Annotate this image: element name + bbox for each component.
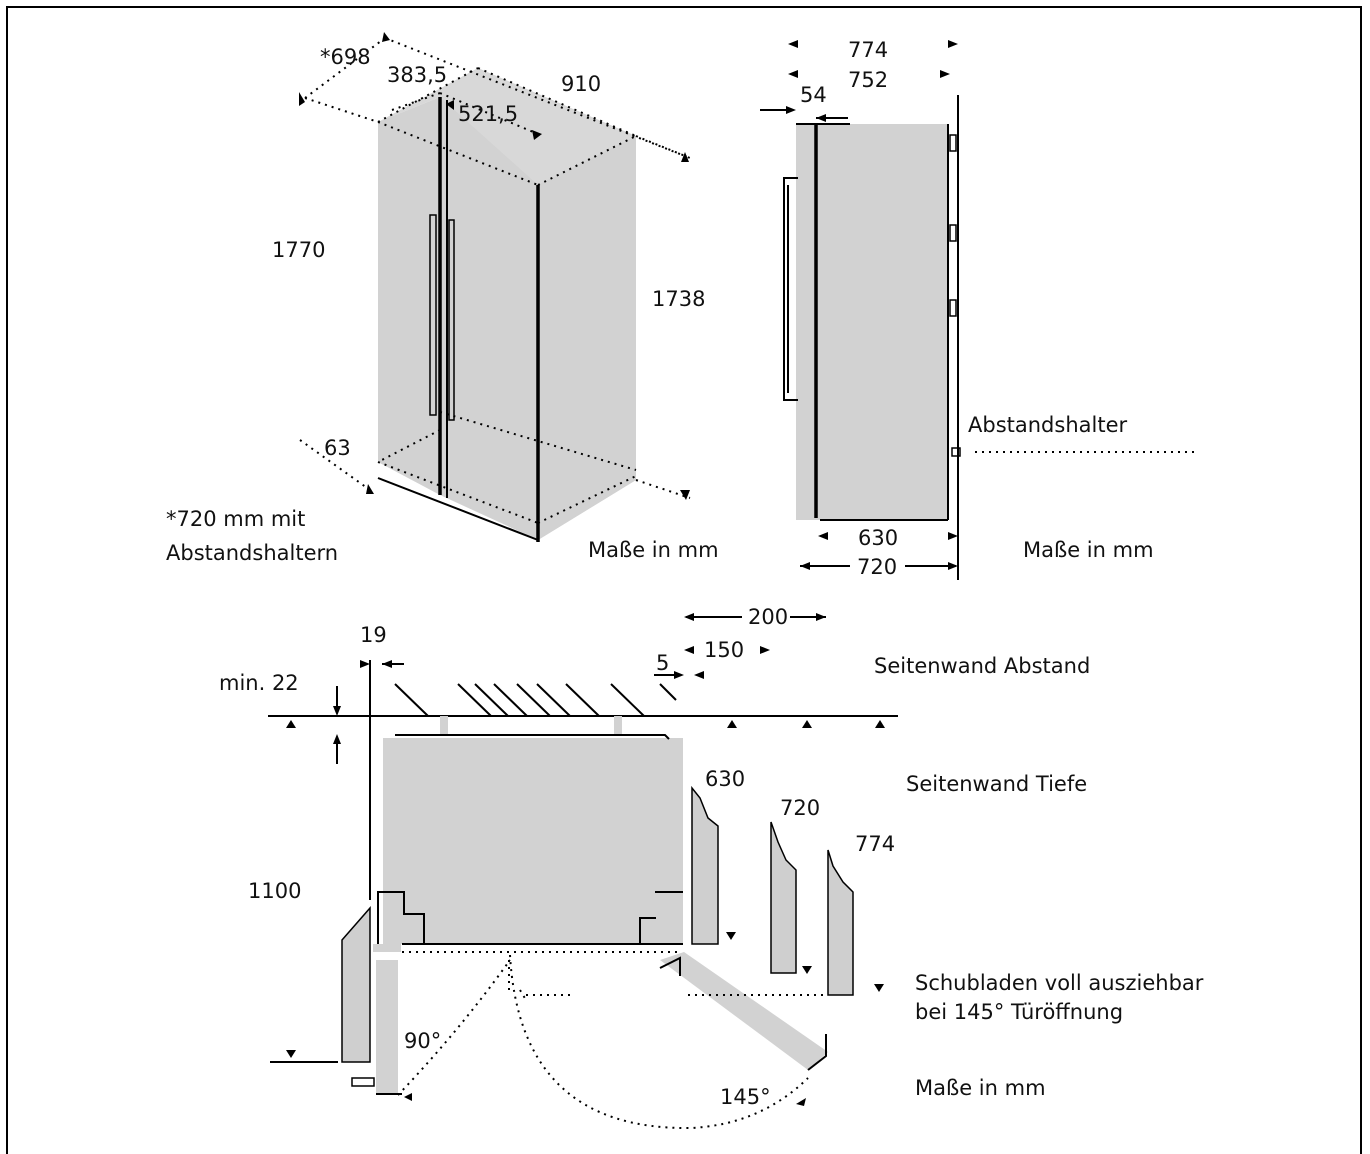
side-units: Maße in mm [1023,538,1154,562]
side-dim-774: 774 [848,38,888,62]
iso-front-left [378,97,440,495]
top-dim-150: 150 [704,638,744,662]
iso-fridge [299,32,691,542]
wall-630 [691,785,719,945]
iso-note-line1: *720 mm mit [166,507,305,531]
left-door-90 [376,960,398,1095]
side-dim-630: 630 [858,526,898,550]
drawer-note-line2: bei 145° Türöffnung [915,1000,1123,1024]
top-dim-5: 5 [656,651,669,675]
side-body [796,124,948,520]
dim-width-910: 910 [561,72,601,96]
wall-720 [770,821,797,974]
top-body [383,738,683,944]
dim-total-height: 1770 [272,238,325,262]
side-fridge [760,40,1195,580]
right-door-145 [660,952,828,1070]
iso-side [538,136,636,540]
top-view-drawing [268,613,898,1130]
top-dim-19: 19 [360,623,387,647]
wall-774 [827,849,854,996]
dim-left-door: 383,5 [387,63,447,87]
angle-145: 145° [720,1085,771,1109]
iso-note-line2: Abstandshaltern [166,541,338,565]
top-dim-720: 720 [780,796,820,820]
spacer-label: Abstandshalter [968,413,1127,437]
top-dim-774: 774 [855,832,895,856]
dim-body-height: 1738 [652,287,705,311]
top-dim-min22: min. 22 [219,671,299,695]
dim-base-63: 63 [324,436,351,460]
top-units: Maße in mm [915,1076,1046,1100]
label-side-wall-gap: Seitenwand Abstand [874,654,1090,678]
angle-90: 90° [404,1029,441,1053]
dim-depth-698: *698 [320,45,371,69]
diagram-frame [6,6,1362,1154]
side-dim-720: 720 [857,555,897,579]
top-dim-200: 200 [748,605,788,629]
top-dim-630: 630 [705,767,745,791]
top-dim-1100: 1100 [248,879,301,903]
iso-units: Maße in mm [588,538,719,562]
side-dim-54: 54 [800,83,827,107]
drawer-note-line1: Schubladen voll ausziehbar [915,971,1204,995]
iso-top [378,68,636,185]
side-dim-752: 752 [848,68,888,92]
label-side-wall-depth: Seitenwand Tiefe [906,772,1087,796]
left-wall-panel [341,906,371,1063]
dim-right-door: 521,5 [458,102,518,126]
